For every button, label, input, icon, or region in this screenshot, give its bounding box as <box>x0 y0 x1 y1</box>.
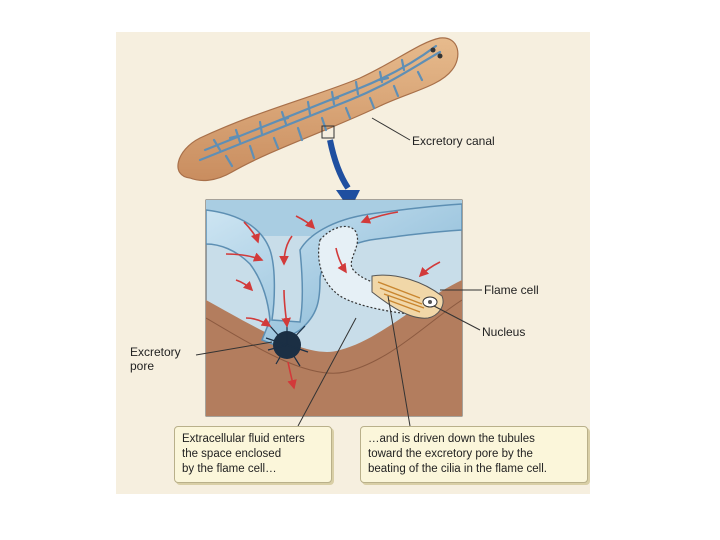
excretory-canal-label: Excretory canal <box>412 134 495 148</box>
fluid-flow-arrows <box>225 211 441 390</box>
eye-spot <box>437 53 443 59</box>
caption-fluid-enters: Extracellular fluid enters the space enc… <box>174 426 332 483</box>
label-leaders <box>195 289 482 427</box>
excretory-pore-label: Excretory pore <box>130 345 181 373</box>
flatworm-body <box>177 37 459 182</box>
excretory-pore-shape <box>265 325 309 367</box>
excretory-canal-leader <box>371 117 411 141</box>
nucleus-label: Nucleus <box>482 325 526 339</box>
excretory-tubule <box>206 203 462 346</box>
magnified-panel <box>205 199 463 417</box>
excretory-canal-network <box>198 44 442 168</box>
flame-cell-label: Flame cell <box>484 283 539 297</box>
body-tissue <box>206 280 462 416</box>
eye-spot <box>430 47 436 53</box>
caption-driven-down-tubules: …and is driven down the tubules toward t… <box>360 426 588 483</box>
magnified-region-box <box>321 125 335 139</box>
flame-cell-cilia <box>377 281 425 313</box>
